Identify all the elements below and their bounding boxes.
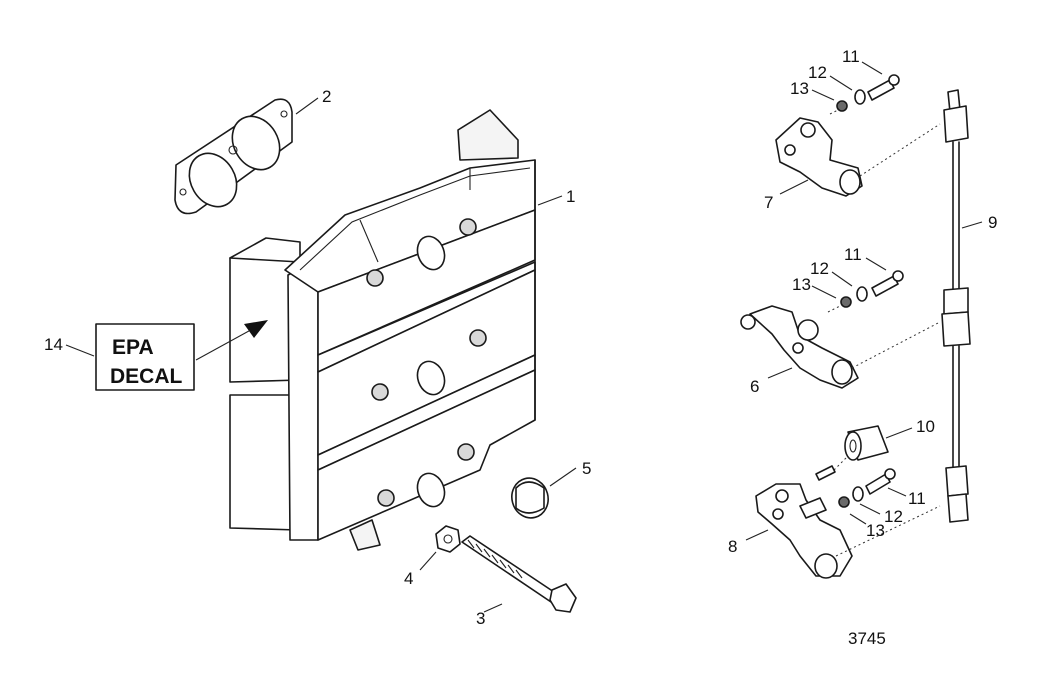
callout-3: 3 xyxy=(476,609,485,628)
plug-part-5 xyxy=(511,477,549,519)
callout-1: 1 xyxy=(566,187,575,206)
callout-5: 5 xyxy=(582,459,591,478)
lever-part-6 xyxy=(740,305,941,389)
callout-13-lower: 13 xyxy=(866,521,885,540)
arrow-icon xyxy=(244,320,268,338)
bolt-part-3 xyxy=(461,535,577,613)
callout-13-upper: 13 xyxy=(790,79,809,98)
linkage-rod-part-9 xyxy=(941,89,971,523)
callout-10: 10 xyxy=(916,417,935,436)
figure-number: 3745 xyxy=(848,629,886,648)
epa-decal-callout: EPA DECAL xyxy=(95,320,268,391)
callout-13-middle: 13 xyxy=(792,275,811,294)
control-module-part-1 xyxy=(229,109,536,551)
fasteners-lower xyxy=(815,465,896,508)
lever-part-7 xyxy=(775,117,941,197)
callout-12-middle: 12 xyxy=(810,259,829,278)
callout-12-upper: 12 xyxy=(808,63,827,82)
epa-decal-line1: EPA xyxy=(112,336,154,359)
epa-decal-line2: DECAL xyxy=(110,365,183,388)
callout-14: 14 xyxy=(44,335,63,354)
callout-numbers: 2 1 3 4 5 14 7 6 8 9 10 11 12 13 11 12 1… xyxy=(44,47,997,648)
callout-6: 6 xyxy=(750,377,759,396)
fasteners-upper xyxy=(829,74,900,115)
lever-part-8 xyxy=(755,483,941,579)
callout-11-upper: 11 xyxy=(842,47,860,66)
bushing-part-10 xyxy=(833,425,889,471)
callout-8: 8 xyxy=(728,537,737,556)
leader-lines xyxy=(65,61,983,613)
nut-part-4 xyxy=(435,525,461,553)
callout-11-lower: 11 xyxy=(908,489,926,508)
callout-4: 4 xyxy=(404,569,413,588)
epa-decal-box xyxy=(95,323,195,391)
callout-12-lower: 12 xyxy=(884,507,903,526)
gasket-part-2 xyxy=(174,98,293,215)
callout-9: 9 xyxy=(988,213,997,232)
callout-2: 2 xyxy=(322,87,331,106)
fasteners-middle xyxy=(827,270,904,313)
callout-11-middle: 11 xyxy=(844,245,862,264)
callout-7: 7 xyxy=(764,193,773,212)
